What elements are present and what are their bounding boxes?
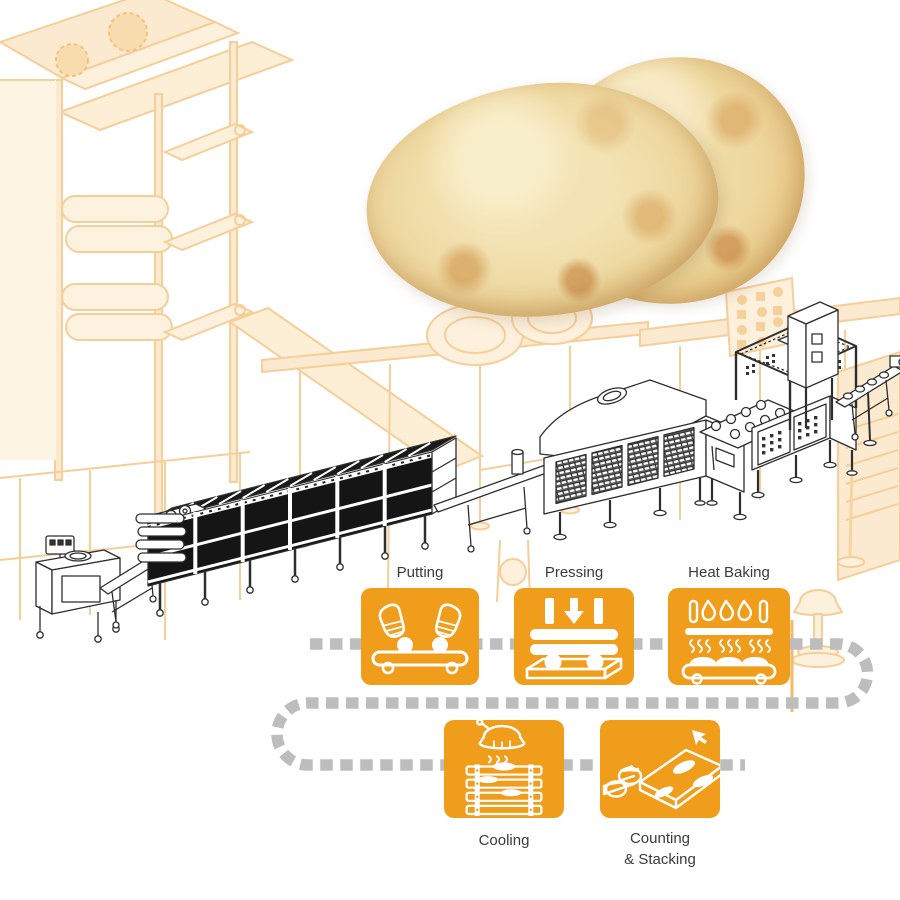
cooling-fan-rack-icon [444,720,564,818]
flame-baking-icon [668,588,790,685]
counting-line: Counting [629,830,691,847]
step-label-counting-stacking: Counting & Stacking [624,828,696,870]
step-label-putting: Putting [396,564,444,581]
hands-putting-dough-icon [361,588,479,685]
dough-depositor [35,535,121,643]
pressing-machine [734,301,858,499]
press-plates-icon [514,588,634,685]
outfeed-conveyor [835,355,900,447]
step-label-cooling: Cooling [478,832,530,849]
counting-stacking-icon [600,720,720,818]
stacking-line: & Stacking [624,851,696,868]
step-label-pressing: Pressing [544,564,604,581]
step-label-heat-baking: Heat Baking [688,564,770,581]
cooling-tunnel [135,435,457,617]
